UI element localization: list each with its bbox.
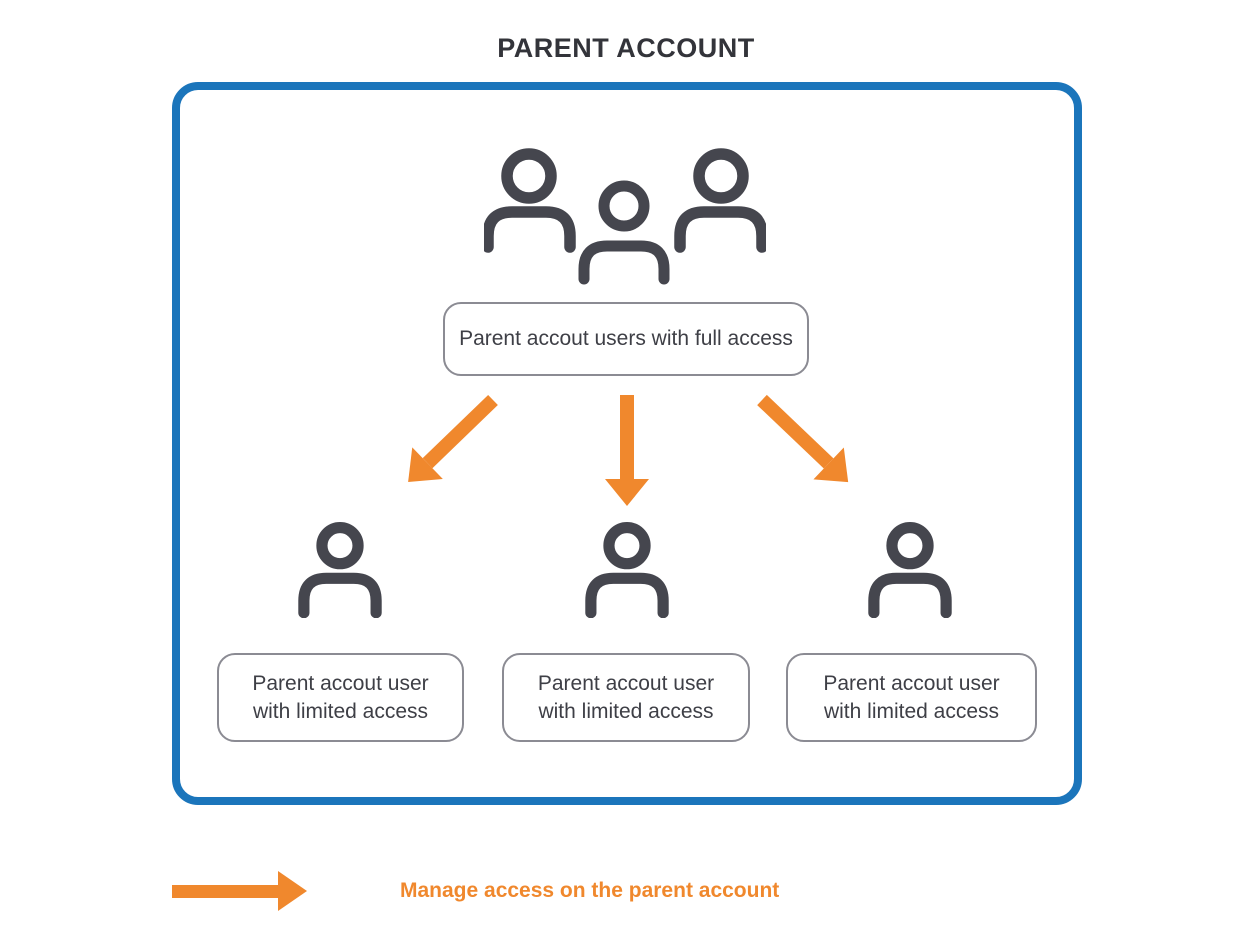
arrow-shaft [757,394,834,469]
arrow-shaft [620,395,634,479]
root-node-label: Parent accout users with full access [459,327,793,351]
child-node-box: Parent accout user with limited access [786,653,1037,742]
legend-label: Manage access on the parent account [400,879,780,902]
arrow-down-icon [605,395,649,506]
root-node-box: Parent accout users with full access [443,302,809,376]
arrow-shaft [172,884,278,898]
arrow-down-left-icon [392,384,508,498]
child-node-label: Parent accout user with limited access [537,671,715,723]
user-icon [585,521,669,618]
arrow-down-right-icon [747,384,864,498]
arrow-right-icon [172,869,307,913]
child-node-label: Parent accout user with limited access [252,671,429,723]
diagram-title: PARENT ACCOUNT [497,33,755,63]
arrow-shaft [422,394,498,469]
child-node-label: Parent accout user with limited access [823,671,1000,723]
arrow-head [278,871,307,911]
child-node-box: Parent accout user with limited access [217,653,464,742]
user-icon [298,521,382,618]
user-icon [868,521,952,618]
arrow-head [605,479,649,506]
user-group-icon [484,148,766,285]
parent-account-frame: Parent accout users with full access [172,82,1082,805]
child-node-box: Parent accout user with limited access [502,653,750,742]
